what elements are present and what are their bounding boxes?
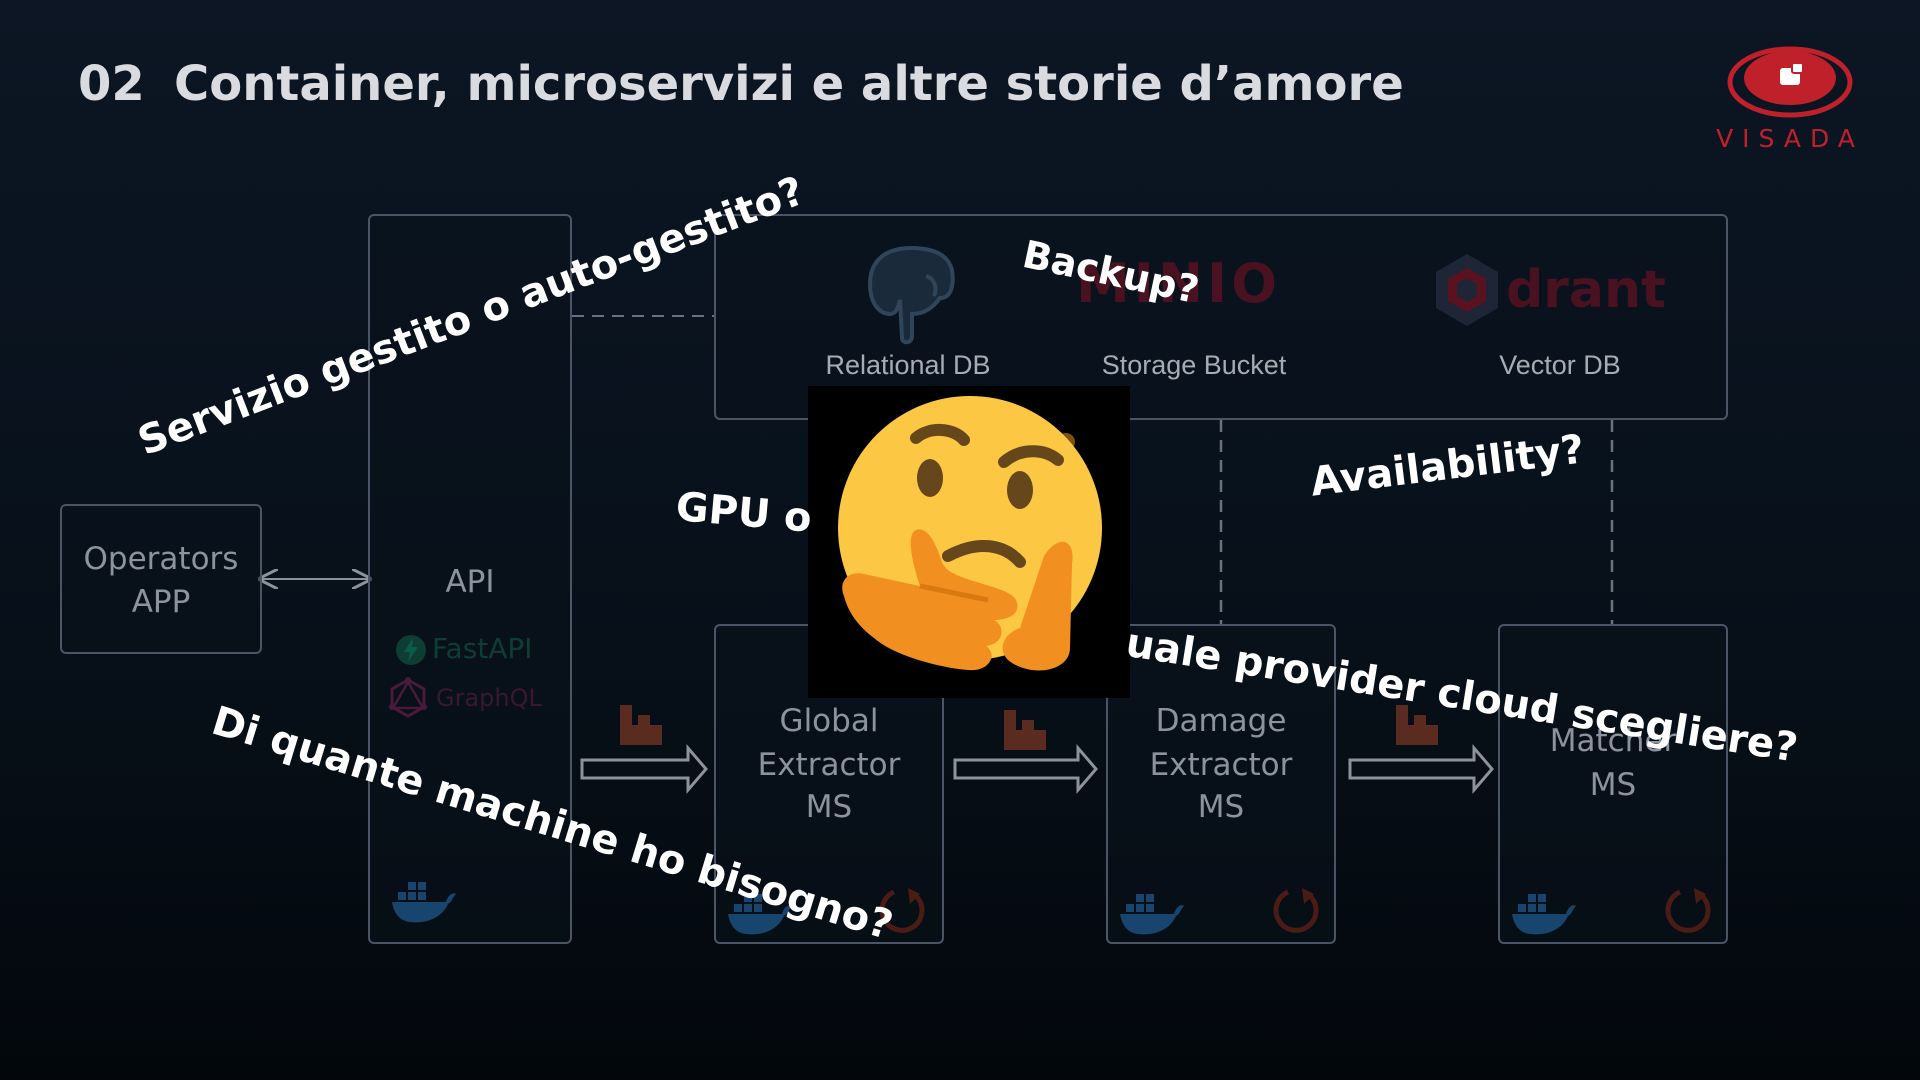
- fastapi-text: FastAPI: [432, 632, 533, 665]
- storage-bucket-label: Storage Bucket: [1101, 350, 1287, 380]
- damage-extractor-ms-box[interactable]: Damage Extractor MS: [1106, 624, 1336, 944]
- arrow-right-icon: [580, 743, 708, 795]
- docker-whale-icon: [392, 882, 456, 923]
- message-queue-icon: [620, 705, 662, 745]
- api-box[interactable]: API FastAPI GraphQL: [368, 214, 572, 944]
- thinking-face-emoji: [808, 386, 1130, 698]
- docker-whale-icon: [1512, 894, 1576, 935]
- docker-whale-icon: [1120, 894, 1184, 935]
- graphql-logo: GraphQL: [386, 676, 566, 720]
- refresh-cycle-icon: [879, 888, 925, 933]
- logo-wordmark: VISADA: [1716, 124, 1864, 153]
- matcher-label: Matcher: [1549, 723, 1677, 759]
- docker-whale-icon: [728, 894, 792, 935]
- fastapi-icon: [396, 635, 426, 665]
- message-queue-icon: [1396, 705, 1438, 745]
- section-number: 02: [78, 56, 145, 112]
- api-label: API: [445, 564, 495, 600]
- extractor-label: Extractor: [757, 747, 901, 783]
- ms-label: MS: [805, 789, 853, 825]
- qdrant-wordmark: drant: [1506, 260, 1666, 320]
- refresh-cycle-icon: [1273, 888, 1319, 933]
- fastapi-logo: FastAPI: [394, 630, 554, 670]
- storage-group-box[interactable]: MINIO drant: [714, 214, 1728, 420]
- vector-db-label: Vector DB: [1499, 350, 1621, 380]
- ms-label: MS: [1589, 767, 1637, 803]
- qdrant-logo-icon: [1436, 254, 1498, 326]
- postgres-elephant-icon: [867, 245, 955, 345]
- refresh-cycle-icon: [1665, 888, 1711, 933]
- visada-logo-icon: [1727, 46, 1853, 118]
- page-title: Container, microservizi e altre storie d…: [174, 56, 1404, 112]
- graphql-icon: [389, 677, 427, 718]
- relational-db-label: Relational DB: [825, 350, 991, 380]
- graphql-text: GraphQL: [436, 684, 542, 712]
- arrow-right-icon: [1348, 743, 1494, 795]
- operators-label: Operators: [83, 541, 239, 577]
- arrow-right-icon: [953, 743, 1098, 795]
- ms-label: MS: [1197, 789, 1245, 825]
- extractor-label: Extractor: [1149, 747, 1293, 783]
- global-label: Global: [779, 703, 879, 739]
- visada-logo: VISADA: [1710, 38, 1870, 158]
- message-queue-icon: [1004, 710, 1046, 750]
- minio-logo-icon: MINIO: [1076, 252, 1282, 315]
- matcher-ms-box[interactable]: Matcher MS: [1498, 624, 1728, 944]
- app-label: APP: [131, 584, 191, 620]
- operators-app-box[interactable]: Operators APP: [60, 504, 262, 654]
- damage-label: Damage: [1155, 703, 1287, 739]
